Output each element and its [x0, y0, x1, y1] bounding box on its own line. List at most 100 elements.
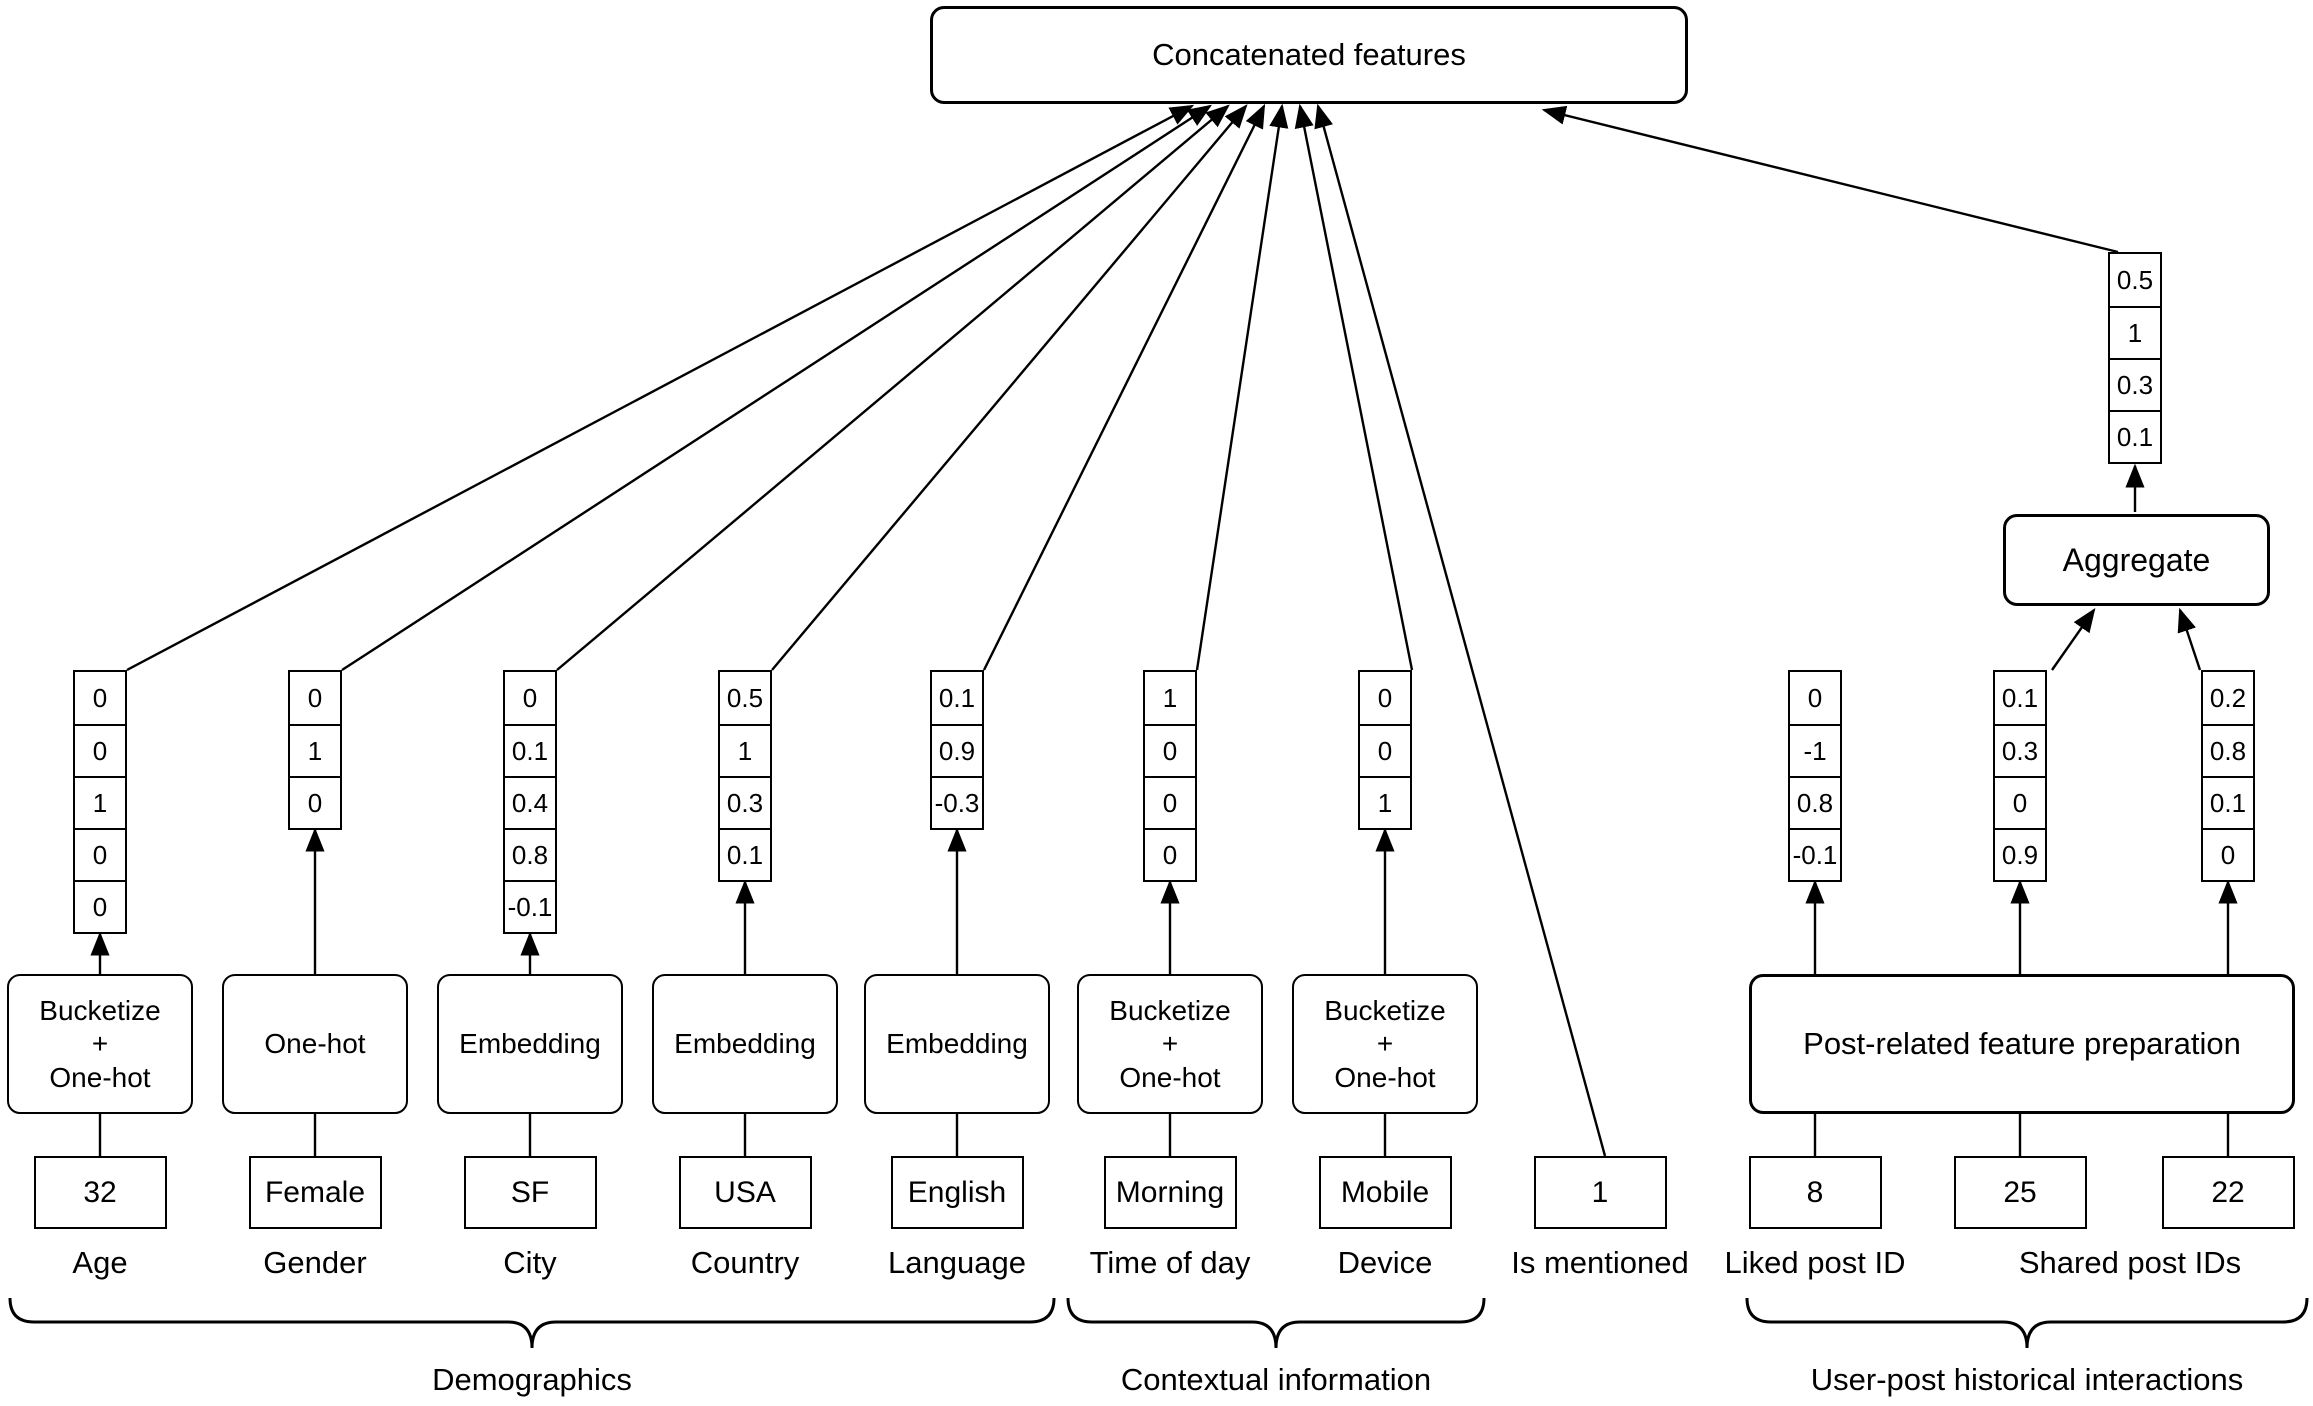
vector-cell: 0.9 [1995, 828, 2045, 880]
vector-cell: 1 [1360, 776, 1410, 828]
input-value-box: USA [678, 1156, 812, 1229]
vector-cell: 0.5 [2116, 264, 2154, 295]
vector-cell: 0 [75, 724, 125, 776]
feature-vector: 0.1 0.9-0.3 [930, 670, 984, 830]
vector-cell: 1 [1162, 682, 1178, 713]
vector-cell: 0 [1377, 682, 1393, 713]
feature-label: Liked post ID [1724, 1245, 1906, 1280]
vector-cell: 0 [92, 682, 108, 713]
input-value-box: Morning [1103, 1156, 1237, 1229]
vector-cell: 0.3 [2110, 358, 2160, 410]
feature-label: Is mentioned [1511, 1245, 1689, 1280]
input-value-box: 32 [33, 1156, 167, 1229]
vector-cell: 0 [1360, 724, 1410, 776]
post-related-feature-preparation-box: Post-related feature preparation [1749, 974, 2295, 1114]
group-brace [8, 1297, 1056, 1349]
vector-cell: 0.3 [720, 776, 770, 828]
aggregate-box: Aggregate [2003, 514, 2270, 606]
vector-cell: 0 [2203, 828, 2253, 880]
transform-box: One-hot [222, 974, 408, 1114]
vector-cell: 0.1 [720, 828, 770, 880]
vector-cell: 0 [75, 880, 125, 932]
input-value-box: Female [248, 1156, 382, 1229]
vector-cell: 0 [1807, 682, 1823, 713]
vector-cell: -0.3 [932, 776, 982, 828]
vector-cell: 0.1 [505, 724, 555, 776]
group-label-contextual: Contextual information [1120, 1362, 1432, 1397]
concat-arrow [126, 104, 1195, 672]
vector-cell: 0.5 [726, 682, 764, 713]
vector-cell: 0 [1145, 776, 1195, 828]
transform-box: Embedding [864, 974, 1050, 1114]
vector-cell: 0 [1145, 724, 1195, 776]
vector-cell: 0 [1995, 776, 2045, 828]
transform-box: Embedding [652, 974, 838, 1114]
feature-label: City [503, 1245, 557, 1280]
vector-cell: 0.1 [938, 682, 976, 713]
vector-cell: 1 [720, 724, 770, 776]
feature-label: Device [1337, 1245, 1433, 1280]
group-braces [8, 1297, 2309, 1349]
vector-cell: 0 [1145, 828, 1195, 880]
concat-arrow [1195, 103, 1289, 671]
feature-label: Language [888, 1245, 1026, 1280]
is-mentioned-arrow [1314, 103, 1607, 1157]
concat-arrow [771, 104, 1248, 671]
vector-cell: 0.1 [2203, 776, 2253, 828]
vector-cell: 0.8 [505, 828, 555, 880]
feature-label: Gender [263, 1245, 367, 1280]
input-value-box: 25 [1953, 1156, 2087, 1229]
concat-arrow [341, 104, 1213, 672]
vector-cell: 0.9 [932, 724, 982, 776]
vector-cell: 1 [75, 776, 125, 828]
concat-arrow [556, 104, 1230, 671]
vector-cell: 1 [2110, 306, 2160, 358]
vector-cell: 0.8 [1790, 776, 1840, 828]
vector-cell: 1 [290, 724, 340, 776]
concatenated-features-box: Concatenated features [930, 6, 1688, 104]
vector-cell: 0.1 [2001, 682, 2039, 713]
vector-cell: 0 [522, 682, 538, 713]
vector-cell: -0.1 [505, 880, 555, 932]
vector-cell: -1 [1790, 724, 1840, 776]
transform-box: Bucketize + One-hot [7, 974, 193, 1114]
feature-label: Age [72, 1245, 128, 1280]
vector-cell: 0.4 [505, 776, 555, 828]
vector-cell: 0 [307, 682, 323, 713]
vector-cell: 0.8 [2203, 724, 2253, 776]
concat-arrow [1294, 103, 1414, 671]
vector-cell: -0.1 [1790, 828, 1840, 880]
input-value-box: 22 [2161, 1156, 2295, 1229]
shared-to-aggregate-arrow [2177, 607, 2202, 671]
input-value-box: 1 [1533, 1156, 1667, 1229]
transform-box: Embedding [437, 974, 623, 1114]
input-value-box: 8 [1748, 1156, 1882, 1229]
input-value-box: English [890, 1156, 1024, 1229]
vector-cell: 0 [290, 776, 340, 828]
transform-box: Bucketize + One-hot [1077, 974, 1263, 1114]
vector-cell: 0.2 [2209, 682, 2247, 713]
vector-cell: 0.3 [1995, 724, 2045, 776]
shared-to-aggregate-arrow [2051, 608, 2096, 671]
vector-cell: 0 [75, 828, 125, 880]
group-label-user-post: User-post historical interactions [1810, 1362, 2244, 1397]
feature-label: Time of day [1089, 1245, 1251, 1280]
group-brace [1745, 1297, 2309, 1349]
input-value-box: SF [463, 1156, 597, 1229]
vector-cell: 0.1 [2110, 410, 2160, 462]
group-brace [1066, 1297, 1486, 1349]
transform-box: Bucketize + One-hot [1292, 974, 1478, 1114]
group-label-demographics: Demographics [432, 1362, 632, 1397]
feature-label: Country [690, 1245, 800, 1280]
